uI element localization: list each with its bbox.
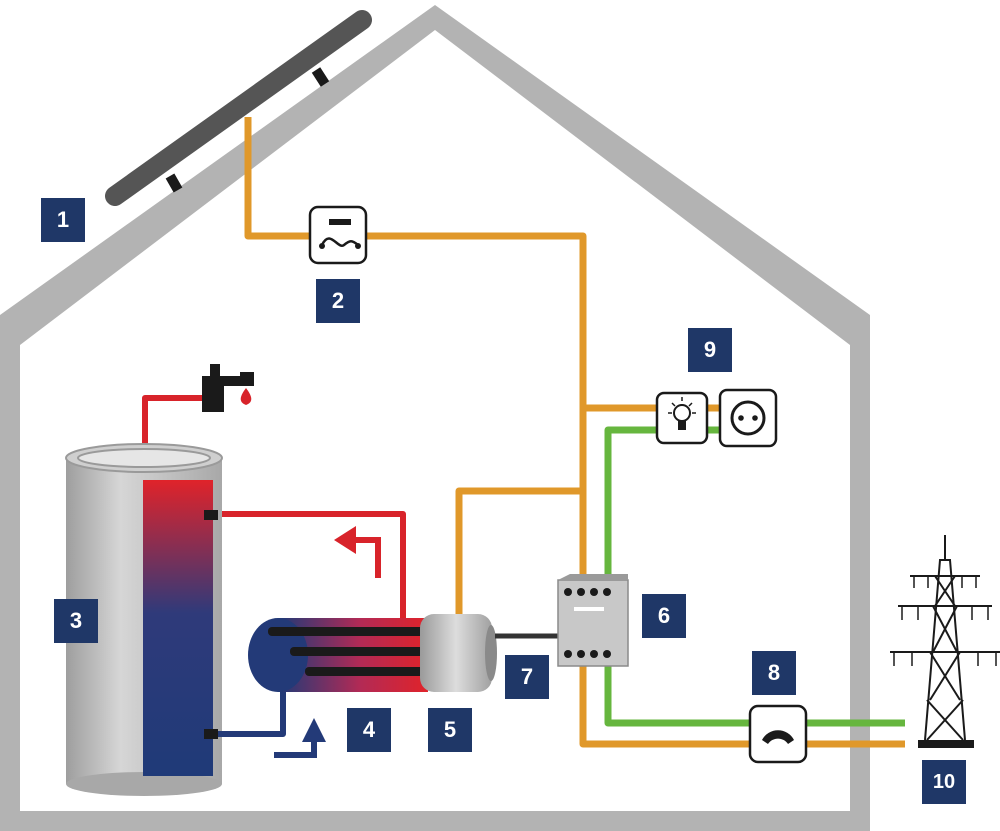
label-9: 9: [688, 328, 732, 372]
controller-icon: [420, 614, 562, 692]
label-8: 8: [752, 651, 796, 695]
label-7: 7: [505, 655, 549, 699]
label-2: 2: [316, 279, 360, 323]
inverter-icon: [308, 205, 368, 265]
heating-element-icon: [248, 618, 428, 692]
power-pylon-icon: [890, 535, 1000, 741]
pylon-base: [918, 740, 974, 748]
label-3: 3: [54, 599, 98, 643]
power-socket-icon: [718, 388, 778, 448]
water-drop-icon: [240, 388, 252, 405]
light-bulb-icon: [655, 391, 709, 445]
label-4: 4: [347, 708, 391, 752]
cold-water-pipe: [218, 676, 286, 737]
label-10: 10: [922, 760, 966, 804]
solar-panel-icon: [105, 10, 372, 206]
label-6: 6: [642, 594, 686, 638]
arrow-up-icon: [274, 526, 381, 758]
water-tap-icon: [202, 364, 254, 412]
label-5: 5: [428, 708, 472, 752]
electricity-meter-icon: [748, 704, 808, 764]
contactor-box-icon: [557, 574, 629, 667]
label-1: 1: [41, 198, 85, 242]
hot-water-pipes: [142, 395, 406, 620]
